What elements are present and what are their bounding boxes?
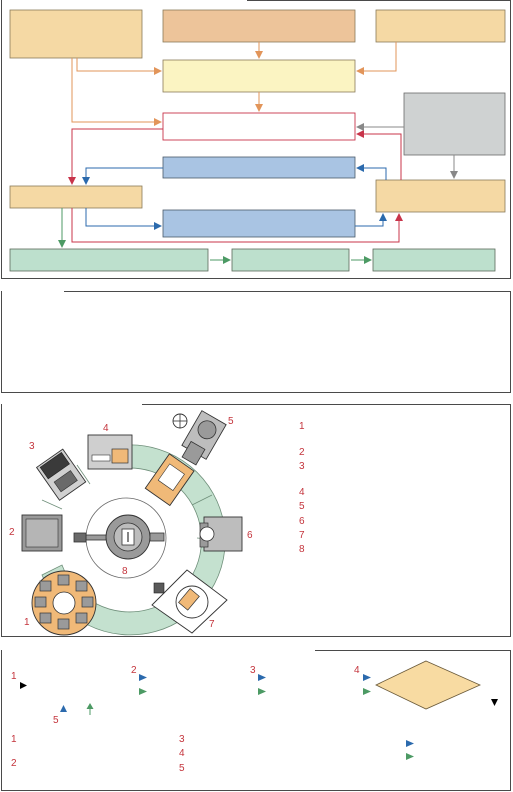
note-number-3: 3 <box>179 734 185 745</box>
box-left-orange <box>9 185 143 209</box>
panel-tab <box>2 0 247 2</box>
station-4-unit <box>87 434 133 470</box>
station-5-robot <box>144 410 227 507</box>
box-top-center <box>162 9 356 43</box>
box-green-3 <box>372 248 496 272</box>
step-number-4: 4 <box>354 665 360 676</box>
blue-arrow-icon <box>258 674 266 681</box>
station-number-1: 1 <box>24 617 30 628</box>
box-green-1 <box>9 248 209 272</box>
step-number-2: 2 <box>131 665 137 676</box>
station-6-unit <box>199 516 243 552</box>
symbol-key: 1 2 3 4 5 1 2 3 4 5 <box>11 660 498 774</box>
station-layout-diagram: 1 2 3 4 5 6 7 8 1 2 3 4 5 6 7 8 <box>9 410 305 636</box>
station-number-6: 6 <box>247 530 253 541</box>
box-blue-upper <box>162 156 356 179</box>
blue-arrow-icon <box>363 674 371 681</box>
legend-number-3: 3 <box>299 461 305 472</box>
legend-number-8: 8 <box>299 544 305 555</box>
green-arrow-icon <box>139 688 147 695</box>
station-layout-panel: 1 2 3 4 5 6 7 8 1 2 3 4 5 6 7 8 <box>1 404 511 637</box>
green-arrows <box>58 208 372 264</box>
station-2-unit <box>21 514 63 552</box>
legend-number-7: 7 <box>299 530 305 541</box>
orange-arrows <box>71 42 397 126</box>
step-number-5: 5 <box>53 715 59 726</box>
box-top-right <box>375 9 506 43</box>
step-number-3: 3 <box>250 665 256 676</box>
box-right-salmon <box>375 179 506 213</box>
station-3-unit <box>35 448 87 501</box>
legend-number-5: 5 <box>299 501 305 512</box>
blue-up-arrow-icon <box>60 705 67 712</box>
flow-diagram <box>9 9 506 272</box>
legend-number-4: 4 <box>299 487 305 498</box>
center-robot <box>73 514 165 560</box>
station-number-2: 2 <box>9 527 15 538</box>
station-7-unit <box>151 569 228 634</box>
decision-diamond <box>375 660 481 710</box>
box-green-2 <box>231 248 350 272</box>
black-down-arrow-icon <box>491 699 498 706</box>
green-up-arrow-icon <box>86 703 94 715</box>
legend-number-2: 2 <box>299 447 305 458</box>
symbol-key-panel: 1 2 3 4 5 1 2 3 4 5 <box>1 650 511 791</box>
note-number-2: 2 <box>11 758 17 769</box>
note-number-4: 4 <box>179 748 185 759</box>
text-panel <box>1 291 511 393</box>
gray-arrows <box>356 123 458 179</box>
panel-tab <box>2 291 64 293</box>
blue-arrow-icon <box>139 674 147 681</box>
legend-number-1: 1 <box>299 421 305 432</box>
station-number-4: 4 <box>103 423 109 434</box>
note-number-1: 1 <box>11 734 17 745</box>
red-arrows <box>68 128 403 243</box>
box-top-left <box>9 9 143 59</box>
panel-tab <box>2 650 315 652</box>
box-gray <box>403 92 506 156</box>
flow-diagram-panel <box>1 0 511 279</box>
station-number-3: 3 <box>29 441 35 452</box>
panel-tab <box>2 404 142 406</box>
station-number-8: 8 <box>122 566 128 577</box>
legend-number-6: 6 <box>299 516 305 527</box>
station-1-carousel <box>31 570 97 636</box>
step-number-1: 1 <box>11 671 17 682</box>
note-number-5: 5 <box>179 763 185 774</box>
station-number-7: 7 <box>209 619 215 630</box>
green-arrow-icon <box>258 688 266 695</box>
blue-arrows <box>82 164 387 230</box>
black-arrow-icon <box>20 682 27 689</box>
green-arrow-icon <box>363 688 371 695</box>
green-arrow-icon <box>406 753 414 760</box>
box-yellow <box>162 59 356 93</box>
blue-arrow-icon <box>406 740 414 747</box>
box-white <box>162 112 356 141</box>
station-number-5: 5 <box>228 416 234 427</box>
box-blue-lower <box>162 209 356 238</box>
